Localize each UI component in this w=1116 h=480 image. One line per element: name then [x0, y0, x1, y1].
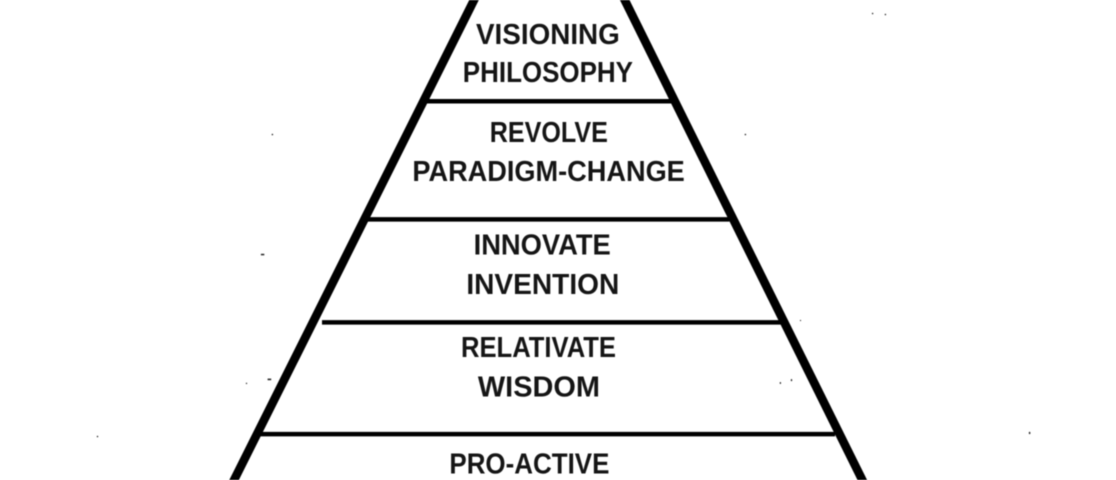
svg-text:VISIONING: VISIONING — [476, 19, 620, 51]
svg-text:PRO-ACTIVE: PRO-ACTIVE — [449, 448, 609, 480]
svg-text:INVENTION: INVENTION — [466, 269, 619, 301]
svg-text:RELATIVATE: RELATIVATE — [461, 332, 616, 364]
svg-text:REVOLVE: REVOLVE — [490, 117, 608, 149]
svg-text:INNOVATE: INNOVATE — [474, 229, 611, 261]
svg-text:WISDOM: WISDOM — [478, 371, 600, 403]
svg-text:PARADIGM-CHANGE: PARADIGM-CHANGE — [412, 156, 684, 188]
svg-text:PHILOSOPHY: PHILOSOPHY — [463, 57, 633, 89]
